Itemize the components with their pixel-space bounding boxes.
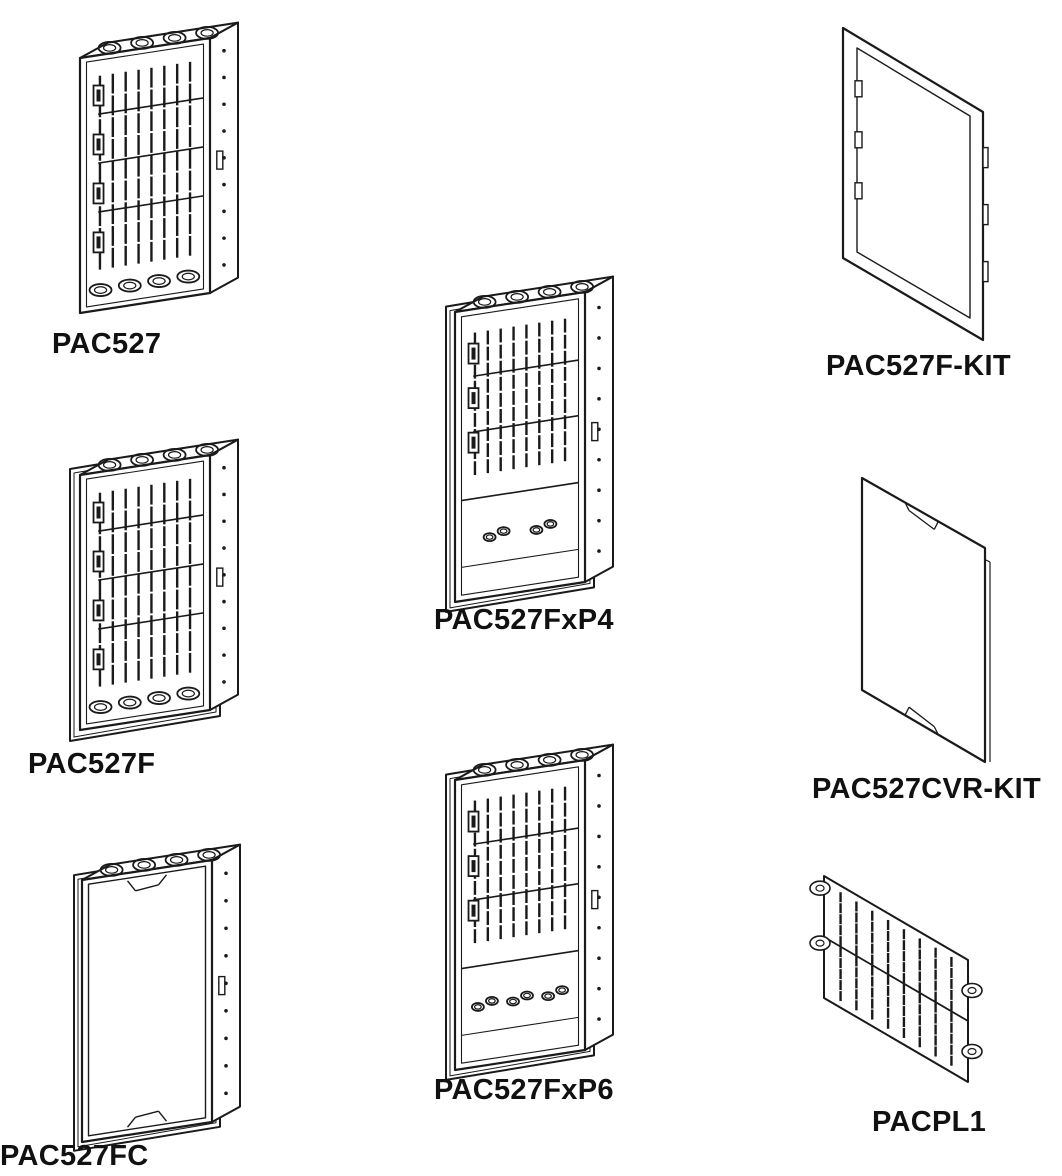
pac527-drawing (78, 21, 239, 315)
pac527fc-drawing (73, 843, 241, 1152)
label-pacpl1: PACPL1 (872, 1106, 987, 1138)
label-pac527fc: PAC527FC (0, 1140, 149, 1172)
label-pac527fxp6: PAC527FxP6 (434, 1074, 614, 1106)
label-pac527f-kit: PAC527F-KIT (826, 350, 1011, 382)
label-pac527: PAC527 (52, 328, 162, 360)
label-pac527fxp4: PAC527FxP4 (434, 604, 614, 636)
label-pac527f: PAC527F (28, 748, 156, 780)
pacpl1-drawing (809, 875, 983, 1083)
pac527f-kit-drawing (841, 26, 989, 342)
pac527cvr-kit-drawing (860, 476, 991, 764)
label-pac527cvr-kit: PAC527CVR-KIT (812, 773, 1041, 805)
pac527f-drawing (69, 438, 239, 742)
pac527fxp6-drawing (445, 743, 614, 1081)
pac527fxp4-drawing (445, 275, 614, 613)
